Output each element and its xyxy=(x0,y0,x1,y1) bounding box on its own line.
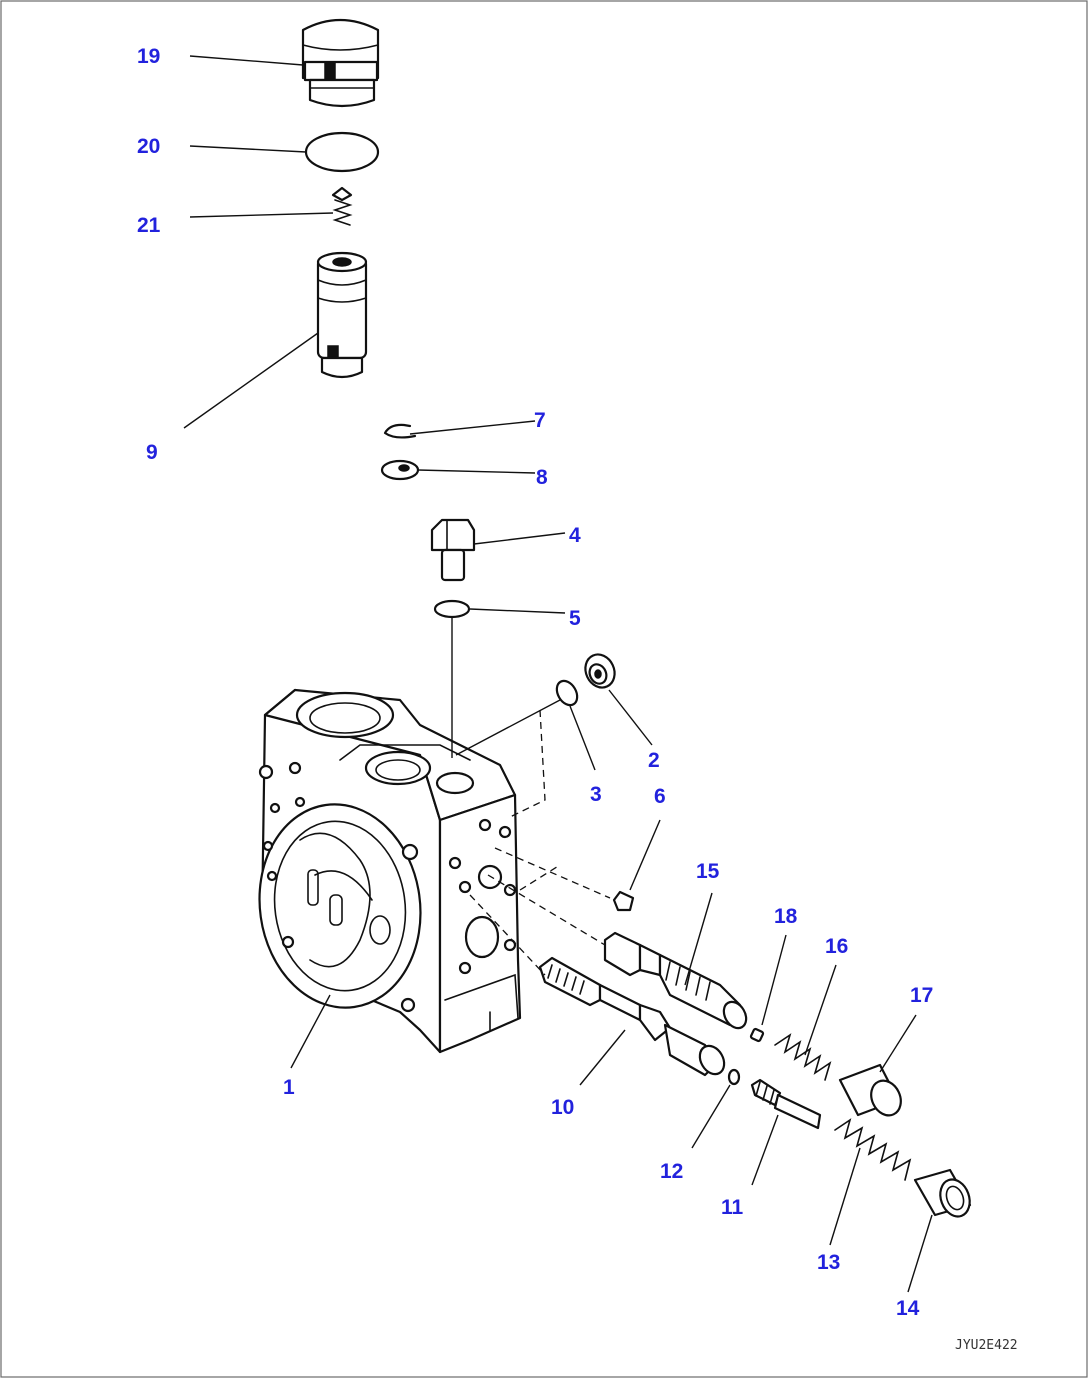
part-12-o-ring xyxy=(727,1068,741,1086)
callout-8: 8 xyxy=(536,466,548,489)
callout-5: 5 xyxy=(569,607,581,630)
callout-4: 4 xyxy=(569,524,581,547)
part-19-cap xyxy=(301,18,380,108)
part-13-spring xyxy=(834,1118,912,1181)
part-9-valve xyxy=(316,251,368,379)
callout-6: 6 xyxy=(654,785,666,808)
callout-leaders xyxy=(183,55,933,1293)
part-14-cap xyxy=(913,1168,972,1218)
part-3-o-ring xyxy=(555,679,579,707)
part-16-spring xyxy=(774,1033,832,1081)
callout-1: 1 xyxy=(283,1076,295,1099)
callout-19: 19 xyxy=(137,45,160,68)
part-6-pin xyxy=(612,890,635,912)
part-18-nut xyxy=(749,1027,765,1043)
part-11-valve-stem xyxy=(750,1078,822,1130)
callout-12: 12 xyxy=(660,1160,683,1183)
callout-16: 16 xyxy=(825,935,848,958)
callout-9: 9 xyxy=(146,441,158,464)
part-5-o-ring xyxy=(433,599,471,619)
part-4-plug xyxy=(430,518,476,582)
part-1-housing xyxy=(258,688,522,1054)
callout-3: 3 xyxy=(590,783,602,806)
callout-2: 2 xyxy=(648,749,660,772)
part-7-snap-ring xyxy=(383,423,417,439)
callout-14: 14 xyxy=(896,1297,920,1320)
part-21-spring xyxy=(331,186,353,226)
assembly-lines xyxy=(451,617,611,976)
part-8-washer xyxy=(380,459,420,481)
part-15-spool xyxy=(603,931,748,1030)
callout-labels: 19 20 21 9 7 8 4 5 2 3 6 1 10 12 11 13 1… xyxy=(137,45,933,1320)
callout-13: 13 xyxy=(817,1251,840,1274)
callout-17: 17 xyxy=(910,984,933,1007)
callout-21: 21 xyxy=(137,214,161,237)
part-17-cap xyxy=(838,1063,902,1117)
callout-15: 15 xyxy=(696,860,720,883)
callout-10: 10 xyxy=(551,1096,574,1119)
part-10-spool xyxy=(538,956,726,1077)
callout-11: 11 xyxy=(721,1196,744,1219)
part-20-o-ring xyxy=(304,131,380,173)
part-2-plug xyxy=(584,653,616,689)
callout-7: 7 xyxy=(534,409,546,432)
drawing-number: JYU2E422 xyxy=(955,1338,1018,1353)
callout-20: 20 xyxy=(137,135,160,158)
callout-18: 18 xyxy=(774,905,798,928)
